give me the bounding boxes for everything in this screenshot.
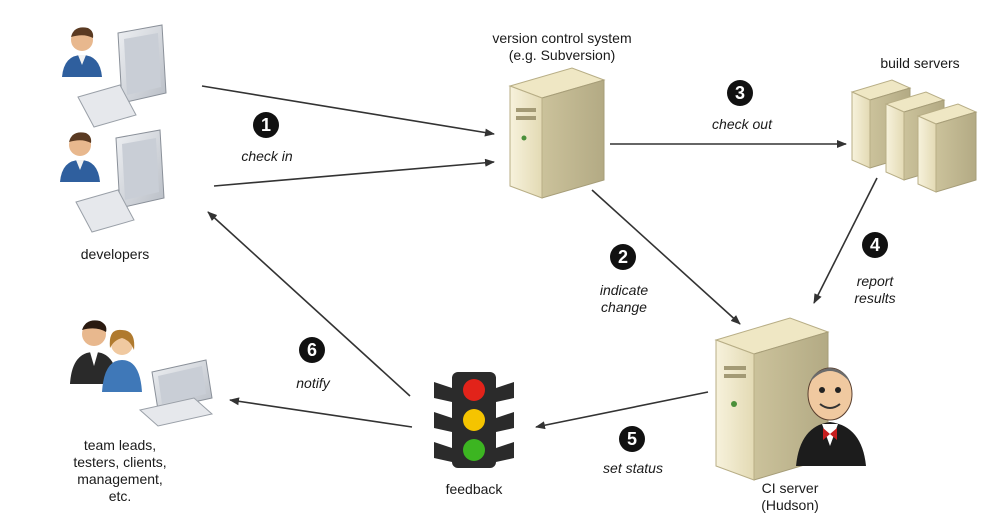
- step-badge-5: 5: [619, 426, 645, 452]
- arrow-notify-team: [229, 397, 413, 428]
- step-badge-2: 2: [610, 244, 636, 270]
- developer-workstation-icon: [60, 129, 165, 233]
- arrow-notify-developers: [207, 211, 411, 397]
- step-label-check-in: check in: [241, 148, 293, 164]
- step-badge-1: 1: [253, 112, 279, 138]
- vcs-subtitle: (e.g. Subversion): [508, 47, 616, 63]
- build-servers-icon: [850, 79, 978, 193]
- developers-label: developers: [80, 246, 150, 262]
- arrow-checkin-bottom: [213, 158, 495, 187]
- step-label-notify: notify: [296, 375, 330, 391]
- arrow-report-results: [813, 177, 878, 304]
- arrow-checkin-top: [201, 85, 495, 137]
- ci-server-subtitle: (Hudson): [761, 497, 819, 513]
- step-badge-6: 6: [299, 337, 325, 363]
- step-badges: 1 2 3 4 5 6: [253, 80, 888, 452]
- traffic-light-icon: [434, 372, 514, 468]
- team-label: team leads, testers, clients, management…: [73, 437, 167, 504]
- step-badge-3: 3: [727, 80, 753, 106]
- arrows: [201, 85, 878, 430]
- arrow-indicate-change: [591, 189, 741, 325]
- step-number: 2: [618, 247, 628, 267]
- step-number: 5: [627, 429, 637, 449]
- step-label-report-results: report results: [854, 273, 896, 306]
- version-control-server-icon: [508, 67, 606, 199]
- step-badge-4: 4: [862, 232, 888, 258]
- green-light: [463, 439, 485, 461]
- step-label-set-status: set status: [603, 460, 663, 476]
- step-label-check-out: check out: [712, 116, 772, 132]
- ci-server-title: CI server: [761, 480, 819, 496]
- step-number: 3: [735, 83, 745, 103]
- arrow-set-status: [535, 391, 709, 430]
- feedback-label: feedback: [445, 481, 503, 497]
- developer-workstation-icon: [62, 24, 167, 128]
- vcs-title: version control system: [492, 30, 632, 46]
- step-label-indicate-change: indicate change: [599, 282, 649, 315]
- build-servers-label: build servers: [880, 55, 960, 71]
- step-number: 6: [307, 340, 317, 360]
- step-number: 1: [261, 115, 271, 135]
- yellow-light: [463, 409, 485, 431]
- butler-icon: [796, 367, 866, 466]
- red-light: [463, 379, 485, 401]
- step-number: 4: [870, 235, 880, 255]
- team-icon: [70, 320, 214, 427]
